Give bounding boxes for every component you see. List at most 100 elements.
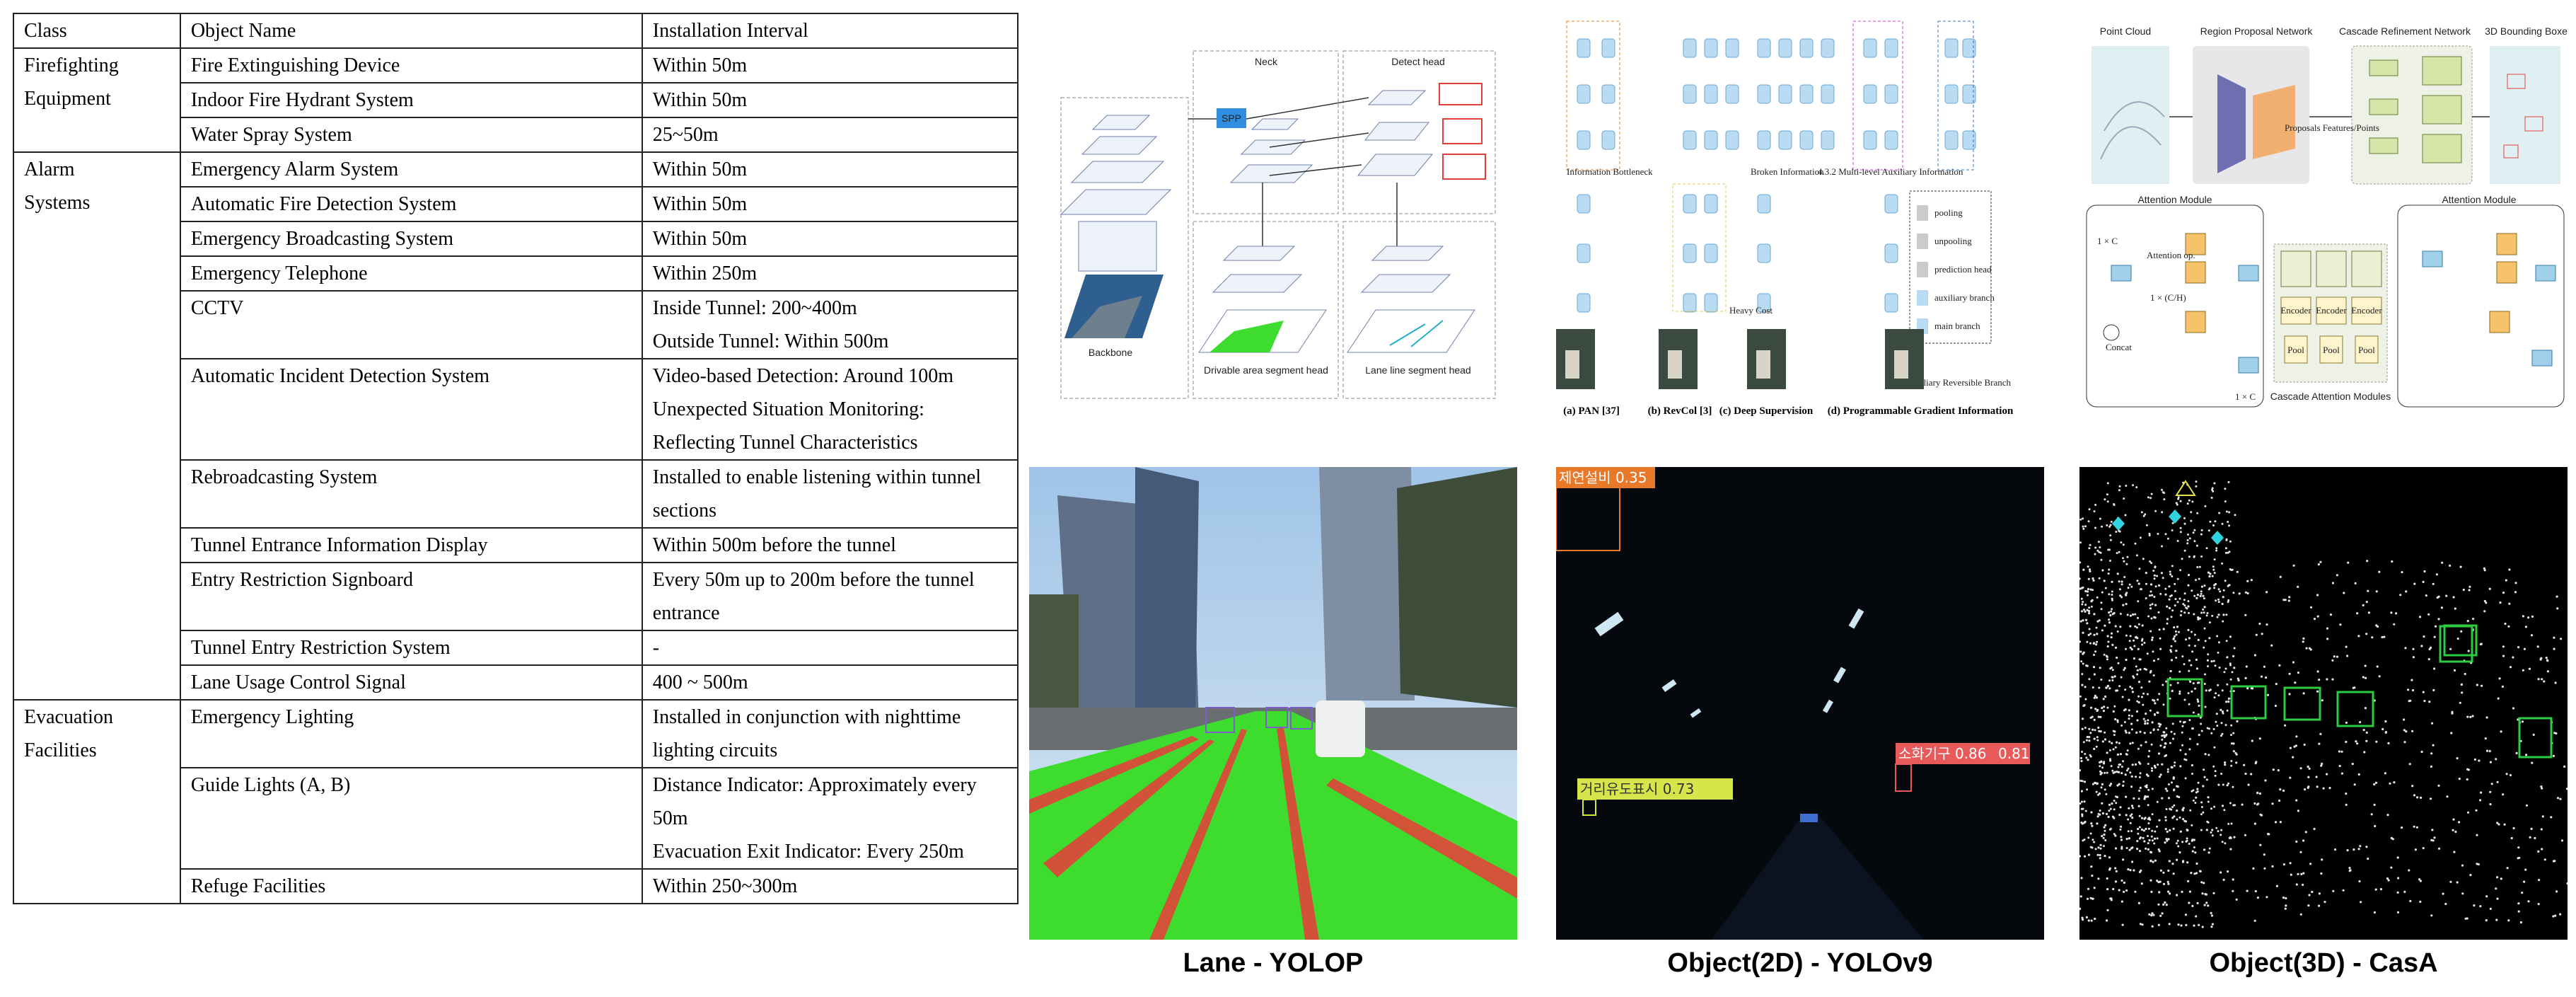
- detection-label-distance-guide: 거리유도표시 0.73: [1580, 780, 1694, 797]
- feature-block: [1704, 130, 1718, 150]
- installation-interval-cell: Within 50m: [641, 47, 1019, 83]
- 3d-detection-boxes: [2166, 624, 2553, 759]
- casa-attention-module-right: [2397, 204, 2565, 408]
- legend-swatch: [1917, 234, 1928, 249]
- casa-point-cloud-image: [2091, 46, 2169, 184]
- interval-line: Within 50m: [652, 193, 748, 215]
- feature-block: [1704, 194, 1718, 214]
- interval-line: Video-based Detection: Around 100m: [652, 365, 953, 387]
- installation-interval-cell: Installed to enable listening within tun…: [641, 459, 1019, 529]
- casa-dim-1: 1 × (C/H): [2150, 292, 2186, 303]
- caption-lane-yolop: Lane - YOLOP: [1183, 948, 1364, 978]
- interval-line: Within 50m: [652, 89, 748, 111]
- casa-concat-label: Concat: [2106, 342, 2132, 352]
- legend-swatch: [1917, 262, 1928, 277]
- feature-block: [1704, 84, 1718, 104]
- feature-block: [1757, 130, 1771, 150]
- feature-block: [1577, 38, 1591, 58]
- feature-block: [1577, 194, 1591, 214]
- installation-interval-cell: Within 500m before the tunnel: [641, 527, 1019, 563]
- casa-proposals-label: Proposals Features/Points: [2285, 122, 2379, 133]
- casa-dim-0: 1 × C: [2097, 236, 2118, 246]
- feature-block: [1821, 38, 1835, 58]
- installation-interval-cell: 25~50m: [641, 117, 1019, 153]
- yolov9-sub-a: (a) PAN [37]: [1563, 405, 1620, 417]
- interval-line: Unexpected Situation Monitoring: Reflect…: [652, 398, 924, 454]
- casa-boxes-image: [2490, 46, 2560, 184]
- yolov9-feature-blocks: [1577, 38, 1976, 313]
- casa-crn-label: Cascade Refinement Network: [2339, 25, 2471, 37]
- feature-block: [1757, 38, 1771, 58]
- object-name-cell: Emergency Alarm System: [179, 151, 643, 188]
- neck-layers: [1229, 118, 1313, 183]
- casa-boxes-label: 3D Bounding Boxes: [2485, 25, 2568, 37]
- feature-block: [1577, 243, 1591, 263]
- feature-block: [1725, 84, 1739, 104]
- cyan-markers: [2112, 509, 2224, 545]
- neck-label: Neck: [1255, 56, 1278, 67]
- feature-block: [1778, 38, 1792, 58]
- installation-interval-cell: -: [641, 630, 1019, 666]
- yolop-diagram-svg: Neck Detect head Backbone SPP: [1060, 50, 1496, 399]
- installation-interval-cell: Within 50m: [641, 221, 1019, 257]
- interval-line: Within 50m: [652, 159, 748, 180]
- object-name-cell: Automatic Incident Detection System: [179, 358, 643, 461]
- feature-block: [1962, 84, 1976, 104]
- feature-block: [1884, 293, 1898, 313]
- interval-line: Evacuation Exit Indicator: Every 250m: [652, 841, 964, 863]
- installation-interval-cell: Within 50m: [641, 82, 1019, 118]
- feature-block: [1704, 38, 1718, 58]
- casa-rpn-label: Region Proposal Network: [2200, 25, 2314, 37]
- feature-block: [1704, 243, 1718, 263]
- legend-item: main branch: [1934, 321, 1980, 331]
- class-cell-line: Facilities: [24, 739, 97, 761]
- interval-line: 25~50m: [652, 124, 719, 146]
- detection-label-extinguisher: 소화기구 0.86: [1898, 745, 1987, 762]
- object-2d-yolov9-image: 제연설비 0.35 소화기구 0.86 0.81 거리유도표시 0.73: [1556, 467, 2044, 940]
- feature-block: [1884, 130, 1898, 150]
- header-class: Class: [13, 13, 181, 49]
- yolov9-sub-b: (b) RevCol [3]: [1648, 405, 1712, 417]
- caption-object-2d-yolov9: Object(2D) - YOLOv9: [1667, 948, 1933, 978]
- feature-block: [1962, 38, 1976, 58]
- table-header-row: Class Object Name Installation Interval: [13, 13, 1019, 49]
- legend-swatch: [1917, 205, 1928, 221]
- feature-block: [1884, 38, 1898, 58]
- lane-head-layers: [1360, 246, 1451, 293]
- detect-head-boxes: [1439, 83, 1486, 180]
- feature-block: [1577, 130, 1591, 150]
- feature-block: [1863, 130, 1877, 150]
- casa-encoder-2: Encoder: [2316, 305, 2347, 316]
- casa-architecture-diagram: Point Cloud Region Proposal Network Casc…: [2083, 18, 2568, 414]
- feature-block: [1778, 84, 1792, 104]
- casa-attention-left-label: Attention Module: [2137, 194, 2212, 205]
- interval-line: Distance Indicator: Approximately every …: [652, 774, 977, 829]
- broken-info-label: Broken Information: [1751, 166, 1824, 177]
- feature-block: [1944, 38, 1959, 58]
- legend-swatch: [1917, 290, 1928, 306]
- installation-interval-cell: Within 50m: [641, 186, 1019, 222]
- spp-block: [1217, 108, 1246, 128]
- feature-block: [1778, 130, 1792, 150]
- casa-point-cloud-label: Point Cloud: [2100, 25, 2151, 37]
- detection-label-smoke: 제연설비 0.35: [1559, 469, 1647, 486]
- casa-dim-2: 1 × C: [2235, 391, 2256, 402]
- drivable-head-label: Drivable area segment head: [1204, 364, 1328, 376]
- detection-box-smoke: [1556, 467, 1620, 551]
- feature-block: [1757, 194, 1771, 214]
- casa-pool-2: Pool: [2323, 345, 2340, 355]
- class-cell-line: Systems: [24, 192, 91, 214]
- feature-block: [1577, 293, 1591, 313]
- interval-line: Installed in conjunction with nighttime …: [652, 706, 961, 761]
